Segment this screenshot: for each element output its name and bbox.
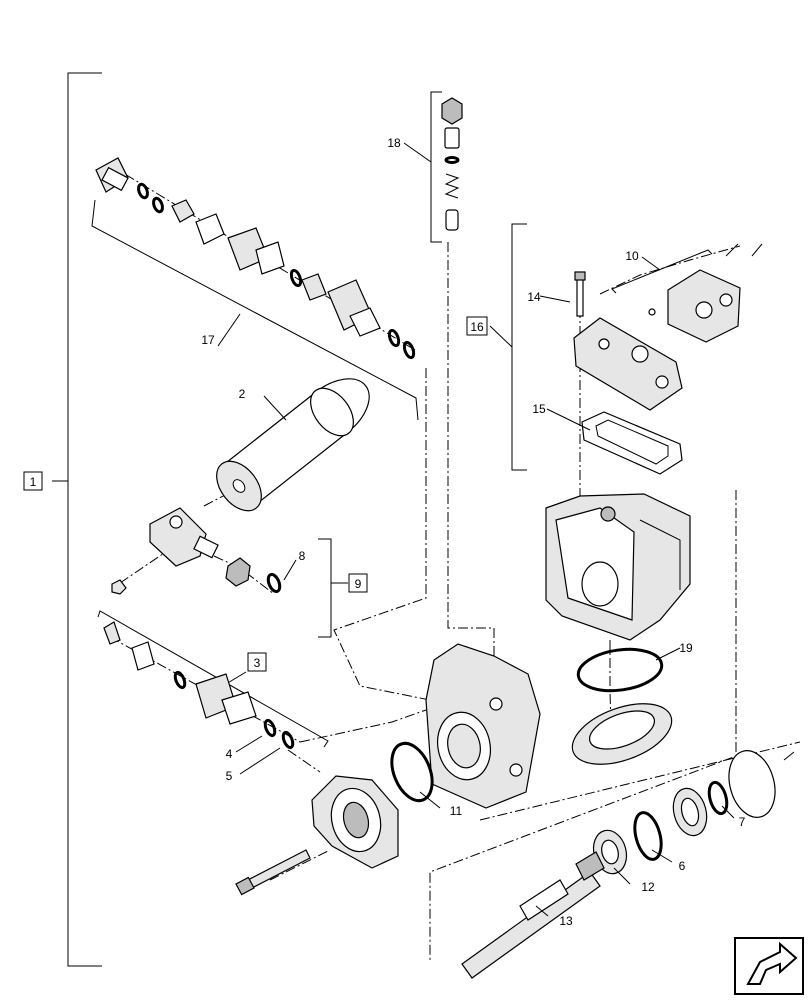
part-7-retaining-ring	[707, 780, 729, 816]
bracket-9	[318, 538, 348, 638]
callout-8: 8	[299, 549, 306, 563]
end-cover-plate	[728, 750, 795, 818]
long-bolt	[235, 849, 311, 896]
part-11-oring	[390, 741, 434, 803]
main-pump-housing	[545, 493, 691, 641]
callout-19: 19	[679, 641, 693, 655]
part-6-snap-ring	[633, 811, 663, 861]
callout-10: 10	[625, 249, 639, 263]
port-plate	[571, 703, 673, 765]
part-10-control-block	[648, 243, 763, 343]
callout-11: 11	[450, 804, 463, 818]
callout-12: 12	[641, 880, 655, 894]
callout-5: 5	[226, 769, 233, 783]
callout-7: 7	[739, 815, 746, 829]
bracket-3	[97, 610, 329, 748]
part-3-cartridge	[103, 621, 295, 750]
next-page-arrow-icon[interactable]	[734, 937, 804, 995]
part-9-filter-head	[111, 507, 282, 595]
leader-lines	[235, 295, 735, 917]
callout-4: 4	[226, 747, 233, 761]
part-18-plug-spring	[441, 97, 463, 231]
part-2-filter	[216, 378, 370, 512]
bracket-16	[489, 223, 527, 471]
callout-box-9	[348, 573, 368, 593]
callout-18: 18	[387, 136, 401, 150]
part-17-valve-group	[95, 157, 416, 360]
callout-6: 6	[679, 859, 686, 873]
part-19-oring	[576, 647, 664, 693]
callout-1: 1	[30, 475, 37, 489]
callout-3: 3	[254, 656, 261, 670]
flange-adapter	[311, 775, 399, 869]
callout-box-3	[247, 652, 267, 672]
part-16-cover	[573, 317, 683, 411]
callout-15: 15	[532, 402, 546, 416]
callout-17: 17	[201, 333, 215, 347]
part-15-gasket	[581, 411, 683, 475]
part-13-drive-shaft	[461, 851, 605, 979]
seal-assembly	[672, 787, 708, 837]
callouts: 1 2 3 4 5 6 7 8 9 10 11 12 13 14 15 16 1…	[23, 136, 746, 928]
bracket-18	[403, 91, 442, 243]
bracket-17	[91, 199, 419, 421]
callout-13: 13	[559, 914, 573, 928]
callout-2: 2	[239, 387, 246, 401]
assembly-1-bracket	[52, 72, 102, 967]
part-14-bolt	[574, 271, 586, 317]
callout-14: 14	[527, 290, 541, 304]
callout-box-16	[466, 316, 488, 336]
callout-16: 16	[470, 320, 484, 334]
center-housing	[425, 643, 541, 809]
callout-9: 9	[355, 577, 362, 591]
callout-box-1	[23, 471, 43, 491]
bracket-10	[611, 249, 713, 294]
